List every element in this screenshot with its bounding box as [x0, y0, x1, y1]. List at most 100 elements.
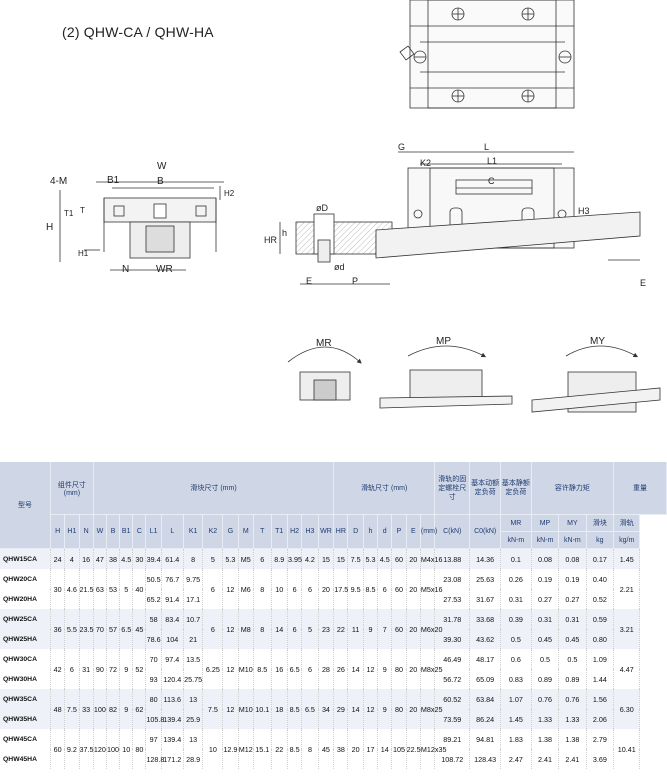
technical-drawing: (2) QHW-CA / QHW-HA [46, 0, 661, 413]
table-cell: 120.4 [161, 669, 184, 689]
table-cell: 15 [333, 548, 349, 569]
table-cell: 1.33 [531, 709, 560, 729]
table-cell: 6.5 [287, 649, 303, 689]
table-cell: 1.45 [613, 548, 641, 569]
table-cell: 61.4 [161, 548, 184, 569]
label-C: C [488, 176, 495, 186]
table-cell: 20 [347, 729, 364, 769]
table-cell: 53 [106, 569, 121, 609]
table-cell: M10 [238, 649, 254, 689]
table-cell: 22.5 [406, 729, 421, 769]
table-cell: 12 [363, 689, 379, 729]
table-cell: 3.95 [287, 548, 303, 569]
table-cell: 23.5 [79, 609, 94, 649]
drawing-svg: W B1 B H2 T1 T H H1 N WR 4-M øD h HR ød … [46, 0, 661, 413]
table-cell: 0.52 [586, 589, 615, 609]
table-cell: 15 [318, 548, 335, 569]
spec-table: 型号 组件尺寸(mm) 滑块尺寸 (mm) 滑轨尺寸 (mm) 滑轨的固定螺栓尺… [0, 462, 667, 769]
table-cell: 9.5 [347, 569, 364, 609]
table-cell: 12 [222, 689, 239, 729]
table-cell: 22 [271, 729, 288, 769]
table-cell: 0.76 [531, 689, 560, 709]
table-cell: 60 [391, 609, 407, 649]
table-cell: 6 [202, 569, 224, 609]
model-cell: QHW20CA [0, 569, 51, 589]
table-cell: 15.1 [253, 729, 272, 769]
table-cell: 23.08 [434, 569, 471, 589]
label-MR: MR [316, 338, 332, 349]
table-cell: 48.17 [469, 649, 502, 669]
table-cell: 9.2 [64, 729, 80, 769]
front-view-labels: W B1 B H2 T1 T H H1 N WR 4-M [46, 161, 235, 275]
table-cell: 6 [287, 569, 303, 609]
model-cell: QHW25HA [0, 629, 51, 649]
table-cell: 0.6 [500, 649, 532, 669]
table-cell: 6 [253, 548, 272, 569]
table-cell: 0.45 [558, 629, 587, 649]
table-cell: 14.36 [469, 548, 502, 569]
model-cell: QHW20HA [0, 589, 51, 609]
table-cell: 9 [377, 649, 393, 689]
table-cell: 39.30 [434, 629, 471, 649]
table-cell: 12.9 [222, 729, 239, 769]
table-cell: 80 [391, 689, 407, 729]
table-cell: 0.89 [531, 669, 560, 689]
table-cell: 1.38 [558, 729, 587, 749]
table-cell: 93 [145, 669, 162, 689]
table-cell: M8x25 [420, 689, 442, 729]
label-d: ød [334, 262, 345, 272]
table-cell: 34 [318, 689, 335, 729]
table-cell: 33 [79, 689, 94, 729]
table-cell: 8.5 [287, 729, 303, 769]
table-cell: 65.09 [469, 669, 502, 689]
table-cell: 28 [318, 649, 335, 689]
table-cell: 2.79 [586, 729, 615, 749]
label-N: N [122, 264, 129, 275]
table-cell: 2.41 [531, 749, 560, 769]
table-cell: 91.4 [161, 589, 184, 609]
table-cell: 0.40 [586, 569, 615, 589]
table-cell: 16 [79, 548, 94, 569]
table-cell: 63.84 [469, 689, 502, 709]
table-cell: 12 [222, 609, 239, 649]
label-H: H [46, 222, 53, 233]
label-WR: WR [156, 264, 173, 275]
header-model: 型号 [0, 462, 51, 549]
table-cell: 94.81 [469, 729, 502, 749]
table-cell: 4.5 [377, 548, 393, 569]
table-cell: 0.83 [500, 669, 532, 689]
table-cell: 31.78 [434, 609, 471, 629]
table-cell: 97 [145, 729, 162, 749]
label-W: W [157, 161, 167, 172]
table-cell: 128.43 [469, 749, 502, 769]
table-cell: 3.69 [586, 749, 615, 769]
table-cell: 20 [406, 649, 421, 689]
label-H1: H1 [78, 249, 89, 258]
table-cell: 5 [301, 609, 319, 649]
table-cell: 8.5 [287, 689, 303, 729]
header-static: 基本静额定负荷 [500, 462, 532, 515]
label-H3: H3 [578, 206, 590, 216]
table-cell: 45 [132, 609, 147, 649]
table-cell: 7.5 [202, 689, 224, 729]
header-block: 滑块尺寸 (mm) [93, 462, 335, 515]
table-cell: 48 [50, 689, 66, 729]
header-rail: 滑轨尺寸 (mm) [333, 462, 436, 515]
table-cell: 10 [202, 729, 224, 769]
table-cell: M4x16 [420, 548, 442, 569]
model-cell: QHW35HA [0, 709, 51, 729]
table-cell: 1.07 [500, 689, 532, 709]
table-cell: 6.5 [119, 609, 134, 649]
label-D: øD [316, 203, 328, 213]
unit-row: kN-m kN-m kN-m kg kg/m [0, 531, 667, 549]
table-cell: 5.3 [222, 548, 239, 569]
table-cell: 60 [391, 548, 407, 569]
table-cell: 22 [333, 609, 349, 649]
table-cell: 38 [333, 729, 349, 769]
table-cell: 13 [183, 689, 204, 709]
table-cell: 13.5 [183, 649, 204, 669]
table-cell: 10 [271, 569, 288, 609]
table-cell: 9 [363, 609, 379, 649]
